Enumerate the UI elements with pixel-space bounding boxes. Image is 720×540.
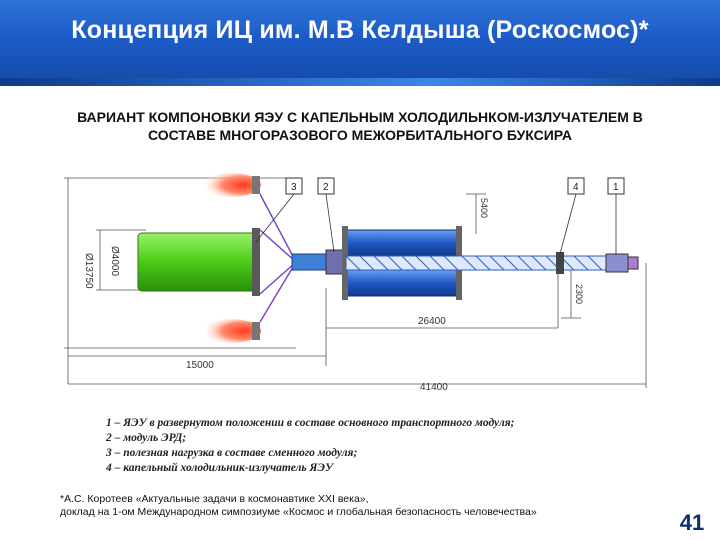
legend-item-3: 3 – полезная нагрузка в составе сменного… (105, 447, 357, 459)
slide-subtitle: ВАРИАНТ КОМПОНОВКИ ЯЭУ С КАПЕЛЬНЫМ ХОЛОД… (20, 108, 700, 144)
tug-layout-drawing: Ø13750 Ø4000 5400 2300 26400 15000 41400 (56, 158, 664, 525)
subtitle-line-2: СОСТАВЕ МНОГОРАЗОВОГО МЕЖОРБИТАЛЬНОГО БУ… (147, 127, 573, 143)
radiator-panel-lower (345, 269, 459, 297)
docking-struts (259, 193, 297, 323)
callout-4: 4 (559, 177, 585, 255)
radiator-panel-upper (345, 229, 459, 257)
truss-diagonals (345, 255, 603, 271)
footnote-line-2: доклад на 1-ом Международном симпозиуме … (60, 506, 537, 518)
legend-item-4: 4 – капельный холодильник-излучатель ЯЭУ (105, 461, 335, 474)
reactor-cap (627, 256, 639, 270)
slide-header: Концепция ИЦ им. М.В Келдыша (Роскосмос)… (0, 0, 720, 86)
footnote-line-1: *А.С. Коротеев «Актуальные задачи в косм… (60, 493, 369, 505)
radiator-header-left (342, 226, 348, 300)
legend-item-2: 2 – модуль ЭРД; (105, 432, 186, 444)
reactor-unit (605, 253, 629, 273)
dim-diameter: Ø4000 (109, 246, 120, 276)
callout-3: 3 (255, 177, 303, 243)
dimension-lines (64, 177, 647, 388)
callout-2: 2 (317, 177, 335, 253)
legend-item-1: 1 – ЯЭУ в развернутом положении в состав… (106, 417, 515, 429)
reactor-shield (556, 252, 564, 274)
callout-4-label: 4 (573, 182, 579, 193)
thruster-glow-top (201, 173, 261, 197)
legend: 1 – ЯЭУ в развернутом положении в состав… (105, 417, 515, 474)
dim-top-right: 5400 (479, 198, 489, 218)
subtitle-line-1: ВАРИАНТ КОМПОНОВКИ ЯЭУ С КАПЕЛЬНЫМ ХОЛОД… (77, 109, 643, 125)
thruster-top (252, 176, 260, 194)
slide-title: Концепция ИЦ им. М.В Келдыша (Роскосмос)… (71, 16, 649, 44)
page-number: 41 (679, 510, 705, 535)
dim-height-left: Ø13750 (83, 253, 94, 289)
payload-end-ring (252, 228, 260, 296)
header-stripe (0, 78, 720, 86)
thruster-glow-bottom (201, 319, 261, 343)
callout-2-label: 2 (323, 182, 329, 193)
dim-right-small: 2300 (574, 284, 584, 304)
transfer-node (291, 253, 327, 271)
dim-span-mid: 26400 (418, 316, 446, 327)
callout-1: 1 (607, 177, 625, 254)
callout-1-label: 1 (613, 182, 619, 193)
thruster-bottom (252, 322, 260, 340)
callout-3-label: 3 (291, 182, 297, 193)
dim-span-total: 41400 (420, 382, 448, 393)
tug-layout-svg: Ø13750 Ø4000 5400 2300 26400 15000 41400 (64, 173, 647, 474)
footnote: *А.С. Коротеев «Актуальные задачи в косм… (60, 493, 660, 519)
payload-module (137, 232, 257, 292)
dim-span-left: 15000 (186, 360, 214, 371)
